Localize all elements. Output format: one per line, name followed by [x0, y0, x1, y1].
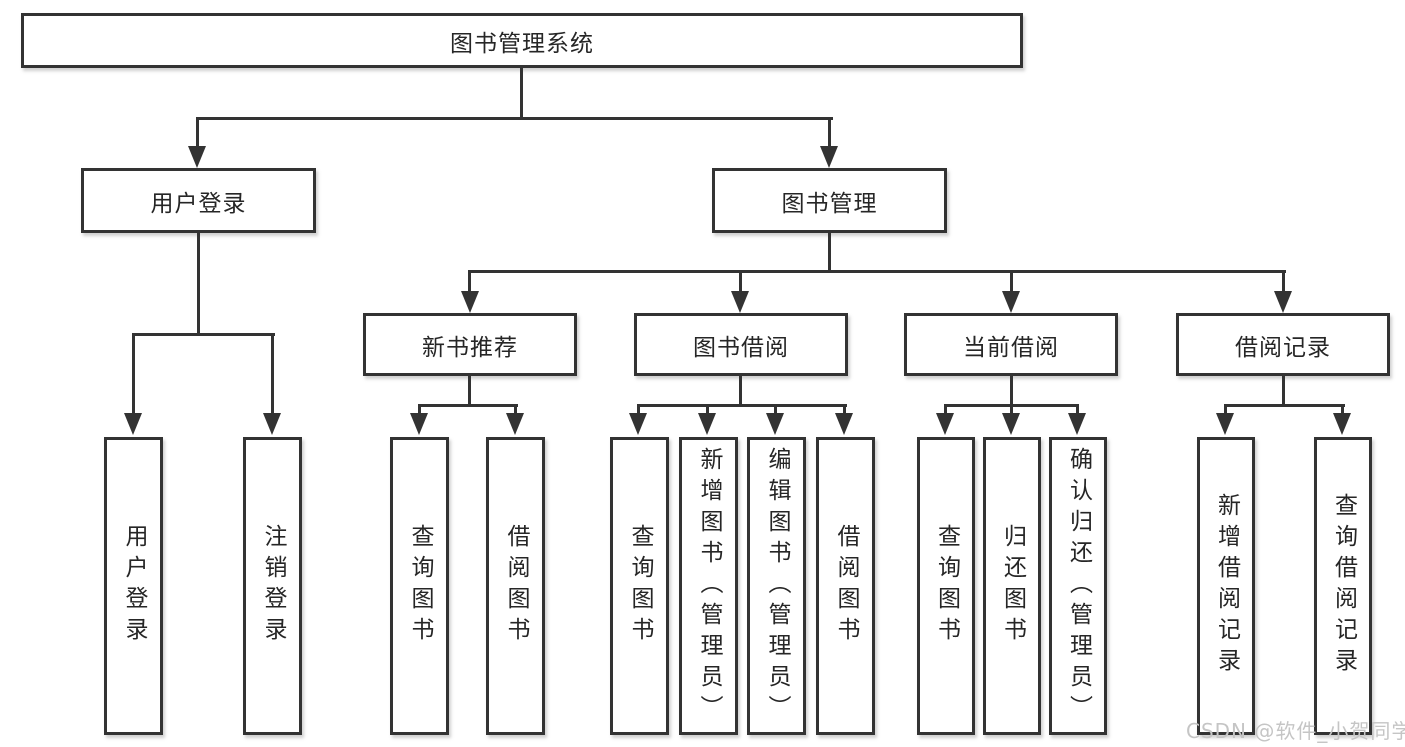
- connector-line: [1224, 406, 1227, 415]
- connector-line: [196, 117, 833, 120]
- arrow-down-icon: [835, 413, 853, 435]
- connector-line: [196, 119, 199, 148]
- leaf-label: 查询图书: [627, 524, 653, 648]
- node-user-login-label: 用户登录: [150, 190, 247, 217]
- connector-line: [271, 335, 274, 415]
- leaf-label: 新增图书（管理员）: [696, 446, 722, 726]
- connector-line: [468, 376, 471, 407]
- arrow-down-icon: [263, 413, 281, 435]
- node-edit-books-admin-leaf: 编辑图书（管理员）: [747, 437, 806, 735]
- connector-line: [1341, 406, 1344, 415]
- node-book-management: 图书管理: [712, 168, 947, 233]
- arrow-down-icon: [124, 413, 142, 435]
- connector-line: [1282, 376, 1285, 407]
- node-add-books-admin-leaf: 新增图书（管理员）: [679, 437, 738, 735]
- leaf-label: 确认归还（管理员）: [1065, 446, 1092, 726]
- node-query-books-leaf: 查询图书: [610, 437, 669, 735]
- node-current-borrow: 当前借阅: [904, 313, 1118, 376]
- connector-line: [468, 270, 1286, 273]
- arrow-down-icon: [1274, 291, 1292, 313]
- node-root-label: 图书管理系统: [450, 30, 594, 57]
- connector-line: [418, 406, 421, 415]
- leaf-label: 借阅图书: [833, 524, 859, 648]
- node-new-book-recommend: 新书推荐: [363, 313, 577, 376]
- connector-line: [1010, 376, 1013, 407]
- leaf-label: 归还图书: [999, 524, 1026, 648]
- node-borrow-record-label: 借阅记录: [1235, 334, 1331, 361]
- connector-line: [944, 406, 947, 415]
- arrow-down-icon: [698, 413, 716, 435]
- connector-line: [1010, 406, 1013, 415]
- connector-line: [828, 233, 831, 272]
- node-user-login: 用户登录: [81, 168, 316, 233]
- arrow-down-icon: [410, 413, 428, 435]
- leaf-label: 借阅图书: [503, 524, 529, 648]
- node-confirm-return-admin-leaf: 确认归还（管理员）: [1049, 437, 1107, 735]
- node-query-books-leaf: 查询图书: [917, 437, 975, 735]
- arrow-down-icon: [1216, 413, 1234, 435]
- connector-line: [944, 404, 1079, 407]
- node-logout-leaf: 注销登录: [243, 437, 302, 735]
- leaf-label: 查询借阅记录: [1330, 493, 1357, 679]
- connector-line: [468, 272, 471, 292]
- node-user-login-leaf: 用户登录: [104, 437, 163, 735]
- connector-line: [418, 404, 518, 407]
- node-borrow-books-leaf: 借阅图书: [816, 437, 875, 735]
- node-return-books-leaf: 归还图书: [983, 437, 1041, 735]
- node-book-borrow-label: 图书借阅: [693, 334, 789, 361]
- node-query-books-leaf: 查询图书: [390, 437, 449, 735]
- node-borrow-books-leaf: 借阅图书: [486, 437, 545, 735]
- leaf-label: 新增借阅记录: [1213, 493, 1240, 679]
- leaf-label: 查询图书: [933, 524, 960, 648]
- arrow-down-icon: [506, 413, 524, 435]
- connector-line: [520, 68, 523, 120]
- node-current-borrow-label: 当前借阅: [963, 334, 1059, 361]
- node-root: 图书管理系统: [21, 13, 1023, 68]
- node-book-borrow: 图书借阅: [634, 313, 848, 376]
- arrow-down-icon: [1333, 413, 1351, 435]
- connector-line: [132, 335, 135, 415]
- connector-line: [706, 406, 709, 415]
- arrow-down-icon: [629, 413, 647, 435]
- node-book-management-label: 图书管理: [781, 190, 878, 217]
- arrow-down-icon: [820, 146, 838, 168]
- connector-line: [637, 404, 847, 407]
- arrow-down-icon: [461, 291, 479, 313]
- node-borrow-record: 借阅记录: [1176, 313, 1390, 376]
- watermark: CSDN @软件_小贺同学: [1186, 719, 1405, 743]
- arrow-down-icon: [1002, 291, 1020, 313]
- connector-line: [637, 406, 640, 415]
- arrow-down-icon: [188, 146, 206, 168]
- arrow-down-icon: [936, 413, 954, 435]
- arrow-down-icon: [731, 291, 749, 313]
- connector-line: [739, 376, 742, 407]
- connector-line: [1224, 404, 1345, 407]
- connector-line: [132, 333, 275, 336]
- connector-line: [774, 406, 777, 415]
- leaf-label: 编辑图书（管理员）: [764, 446, 790, 726]
- connector-line: [514, 406, 517, 415]
- node-logout-leaf-label: 注销登录: [260, 524, 286, 648]
- connector-line: [1282, 272, 1285, 292]
- leaf-label: 查询图书: [407, 524, 433, 648]
- connector-line: [197, 233, 200, 335]
- arrow-down-icon: [766, 413, 784, 435]
- node-new-book-recommend-label: 新书推荐: [422, 334, 518, 361]
- node-query-borrow-record-leaf: 查询借阅记录: [1314, 437, 1372, 735]
- node-user-login-leaf-label: 用户登录: [121, 524, 147, 648]
- connector-line: [1010, 272, 1013, 292]
- node-add-borrow-record-leaf: 新增借阅记录: [1197, 437, 1255, 735]
- connector-line: [1076, 406, 1079, 415]
- connector-line: [739, 272, 742, 292]
- arrow-down-icon: [1068, 413, 1086, 435]
- connector-line: [828, 119, 831, 148]
- arrow-down-icon: [1002, 413, 1020, 435]
- connector-line: [843, 406, 846, 415]
